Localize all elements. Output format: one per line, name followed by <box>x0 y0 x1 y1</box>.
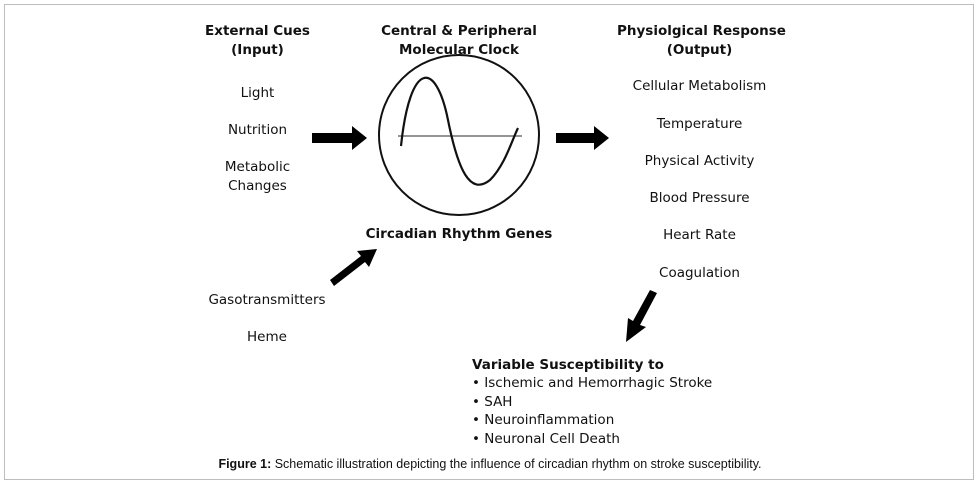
output-item-heart-rate: Heart Rate <box>663 227 736 243</box>
input-item-changes: Changes <box>228 178 287 194</box>
input-title-line1: External Cues <box>205 23 310 39</box>
caption-label: Figure 1: <box>218 457 272 471</box>
susceptibility-item: • SAH <box>472 393 513 410</box>
susceptibility-item: • Ischemic and Hemorrhagic Stroke <box>472 375 713 391</box>
caption-text: Schematic illustration depicting the inf… <box>271 457 762 471</box>
clock-title-line1: Central & Peripheral <box>381 23 537 39</box>
arrow-modulators-to-genes <box>330 249 377 286</box>
arrow-output-to-susceptibility <box>626 290 657 342</box>
output-item-cellular-metabolism: Cellular Metabolism <box>632 78 767 94</box>
input-title-line2: (Input) <box>231 42 284 58</box>
output-item-physical-activity: Physical Activity <box>644 153 755 169</box>
genes-label: Circadian Rhythm Genes <box>365 226 553 242</box>
modulator-gasotransmitters: Gasotransmitters <box>208 292 326 308</box>
input-item-metabolic: Metabolic <box>224 159 291 175</box>
susceptibility-title: Variable Susceptibility to <box>472 357 664 373</box>
input-item-light: Light <box>240 85 275 101</box>
clock-title: Central & Peripheral Molecular Clock <box>379 22 539 60</box>
susceptibility-item: • Neuroinflammation <box>472 412 615 428</box>
arrow-clock-to-output <box>556 126 609 150</box>
clock-circle <box>378 54 540 216</box>
output-title-line2: (Output) <box>666 42 733 58</box>
susceptibility-list: • Ischemic and Hemorrhagic Stroke • SAH … <box>472 374 712 448</box>
clock-title-line2: Molecular Clock <box>399 42 519 58</box>
output-item-blood-pressure: Blood Pressure <box>649 190 750 206</box>
sine-wave <box>399 76 519 186</box>
figure-frame <box>4 4 974 480</box>
figure-caption: Figure 1: Schematic illustration depicti… <box>0 457 980 471</box>
modulator-heme: Heme <box>247 329 287 345</box>
input-title: External Cues (Input) <box>200 22 315 60</box>
output-title: Physiolgical Response (Output) <box>617 22 786 60</box>
arrow-input-to-clock <box>312 126 367 150</box>
output-item-coagulation: Coagulation <box>659 265 740 281</box>
susceptibility-item: • Neuronal Cell Death <box>472 430 620 447</box>
output-title-line1: Physiolgical Response <box>617 23 786 39</box>
output-item-temperature: Temperature <box>656 116 743 132</box>
input-item-nutrition: Nutrition <box>227 122 288 138</box>
